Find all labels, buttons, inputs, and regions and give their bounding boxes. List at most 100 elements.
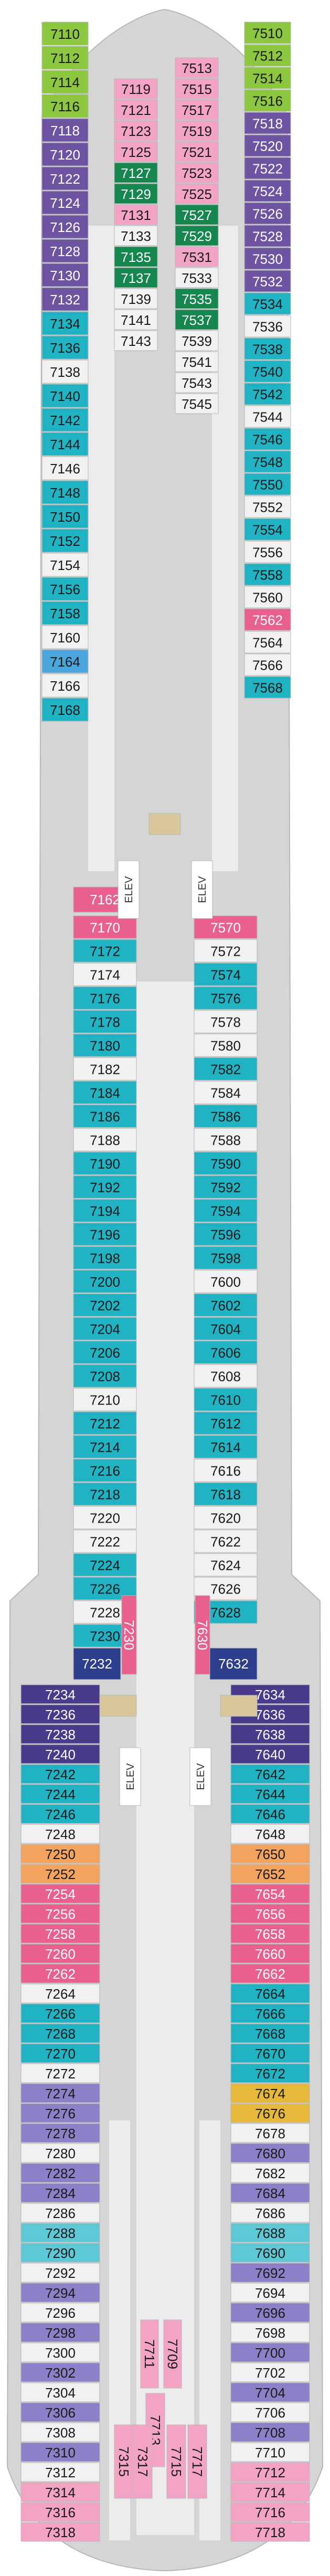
cabin-7624[interactable]: 7624: [194, 1553, 258, 1577]
cabin-7156[interactable]: 7156: [41, 577, 89, 601]
cabin-7654[interactable]: 7654: [230, 1884, 310, 1904]
cabin-7718[interactable]: 7718: [230, 2522, 310, 2542]
cabin-7652[interactable]: 7652: [230, 1864, 310, 1884]
cabin-7618[interactable]: 7618: [194, 1482, 258, 1506]
cabin-7539[interactable]: 7539: [175, 330, 219, 351]
cabin-7296[interactable]: 7296: [20, 2303, 100, 2322]
cabin-7148[interactable]: 7148: [41, 480, 89, 504]
cabin-7131[interactable]: 7131: [114, 204, 158, 225]
cabin-7112[interactable]: 7112: [41, 46, 89, 70]
cabin-7543[interactable]: 7543: [175, 372, 219, 393]
cabin-7640[interactable]: 7640: [230, 1744, 310, 1764]
cabin-7212[interactable]: 7212: [73, 1411, 137, 1435]
cabin-7268[interactable]: 7268: [20, 2023, 100, 2043]
cabin-7526[interactable]: 7526: [244, 202, 291, 225]
cabin-7570[interactable]: 7570: [194, 915, 258, 939]
cabin-7674[interactable]: 7674: [230, 2083, 310, 2103]
cabin-7188[interactable]: 7188: [73, 1128, 137, 1152]
cabin-7513[interactable]: 7513: [175, 57, 219, 78]
cabin-7648[interactable]: 7648: [230, 1824, 310, 1844]
cabin-7139[interactable]: 7139: [114, 288, 158, 309]
cabin-7286[interactable]: 7286: [20, 2203, 100, 2223]
cabin-7266[interactable]: 7266: [20, 2003, 100, 2023]
cabin-7144[interactable]: 7144: [41, 432, 89, 456]
cabin-7176[interactable]: 7176: [73, 986, 137, 1010]
cabin-7260[interactable]: 7260: [20, 1944, 100, 1963]
cabin-7521[interactable]: 7521: [175, 141, 219, 162]
cabin-7588[interactable]: 7588: [194, 1128, 258, 1152]
cabin-7315[interactable]: 7315: [114, 2424, 134, 2499]
cabin-7550[interactable]: 7550: [244, 473, 291, 495]
cabin-7626[interactable]: 7626: [194, 1577, 258, 1600]
cabin-7531[interactable]: 7531: [175, 246, 219, 267]
cabin-7536[interactable]: 7536: [244, 315, 291, 337]
cabin-7246[interactable]: 7246: [20, 1804, 100, 1824]
cabin-7710[interactable]: 7710: [230, 2442, 310, 2462]
cabin-7158[interactable]: 7158: [41, 601, 89, 625]
cabin-7306[interactable]: 7306: [20, 2402, 100, 2422]
cabin-7198[interactable]: 7198: [73, 1246, 137, 1270]
cabin-7244[interactable]: 7244: [20, 1784, 100, 1804]
cabin-7556[interactable]: 7556: [244, 541, 291, 563]
cabin-7662[interactable]: 7662: [230, 1963, 310, 1983]
cabin-7298[interactable]: 7298: [20, 2322, 100, 2342]
cabin-7530[interactable]: 7530: [244, 247, 291, 270]
cabin-7127[interactable]: 7127: [114, 162, 158, 183]
cabin-7132[interactable]: 7132: [41, 287, 89, 311]
cabin-7606[interactable]: 7606: [194, 1340, 258, 1364]
cabin-7200[interactable]: 7200: [73, 1270, 137, 1293]
cabin-7658[interactable]: 7658: [230, 1924, 310, 1944]
cabin-7598[interactable]: 7598: [194, 1246, 258, 1270]
cabin-7650[interactable]: 7650: [230, 1844, 310, 1864]
cabin-7698[interactable]: 7698: [230, 2322, 310, 2342]
cabin-7133[interactable]: 7133: [114, 225, 158, 246]
cabin-7632[interactable]: 7632: [209, 1648, 258, 1680]
cabin-7150[interactable]: 7150: [41, 504, 89, 529]
cabin-7272[interactable]: 7272: [20, 2063, 100, 2083]
cabin-7684[interactable]: 7684: [230, 2183, 310, 2203]
cabin-7122[interactable]: 7122: [41, 166, 89, 191]
cabin-7310[interactable]: 7310: [20, 2442, 100, 2462]
cabin-7608[interactable]: 7608: [194, 1364, 258, 1388]
cabin-7594[interactable]: 7594: [194, 1199, 258, 1222]
cabin-7256[interactable]: 7256: [20, 1904, 100, 1924]
cabin-7204[interactable]: 7204: [73, 1317, 137, 1340]
cabin-7294[interactable]: 7294: [20, 2283, 100, 2303]
cabin-7510[interactable]: 7510: [244, 22, 291, 44]
cabin-7312[interactable]: 7312: [20, 2462, 100, 2482]
cabin-7274[interactable]: 7274: [20, 2083, 100, 2103]
cabin-7224[interactable]: 7224: [73, 1553, 137, 1577]
cabin-7250[interactable]: 7250: [20, 1844, 100, 1864]
cabin-7130[interactable]: 7130: [41, 263, 89, 287]
cabin-7276[interactable]: 7276: [20, 2103, 100, 2123]
cabin-7614[interactable]: 7614: [194, 1435, 258, 1459]
cabin-7316[interactable]: 7316: [20, 2502, 100, 2522]
cabin-7708[interactable]: 7708: [230, 2422, 310, 2442]
cabin-7248[interactable]: 7248: [20, 1824, 100, 1844]
cabin-7210[interactable]: 7210: [73, 1388, 137, 1411]
cabin-7264[interactable]: 7264: [20, 1983, 100, 2003]
cabin-7292[interactable]: 7292: [20, 2263, 100, 2283]
cabin-7254[interactable]: 7254: [20, 1884, 100, 1904]
cabin-7278[interactable]: 7278: [20, 2123, 100, 2143]
cabin-7696[interactable]: 7696: [230, 2303, 310, 2322]
cabin-7586[interactable]: 7586: [194, 1104, 258, 1128]
cabin-7560[interactable]: 7560: [244, 586, 291, 608]
cabin-7138[interactable]: 7138: [41, 360, 89, 384]
cabin-7580[interactable]: 7580: [194, 1033, 258, 1057]
cabin-7711[interactable]: 7711: [140, 2319, 159, 2389]
cabin-7280[interactable]: 7280: [20, 2143, 100, 2163]
cabin-7700[interactable]: 7700: [230, 2342, 310, 2362]
cabin-7682[interactable]: 7682: [230, 2163, 310, 2183]
cabin-7600[interactable]: 7600: [194, 1270, 258, 1293]
cabin-7604[interactable]: 7604: [194, 1317, 258, 1340]
cabin-7525[interactable]: 7525: [175, 183, 219, 204]
cabin-7234[interactable]: 7234: [20, 1684, 100, 1704]
cabin-7308[interactable]: 7308: [20, 2422, 100, 2442]
cabin-7546[interactable]: 7546: [244, 428, 291, 450]
cabin-7541[interactable]: 7541: [175, 351, 219, 372]
cabin-7680[interactable]: 7680: [230, 2143, 310, 2163]
cabin-7612[interactable]: 7612: [194, 1411, 258, 1435]
cabin-7304[interactable]: 7304: [20, 2382, 100, 2402]
cabin-7529[interactable]: 7529: [175, 225, 219, 246]
